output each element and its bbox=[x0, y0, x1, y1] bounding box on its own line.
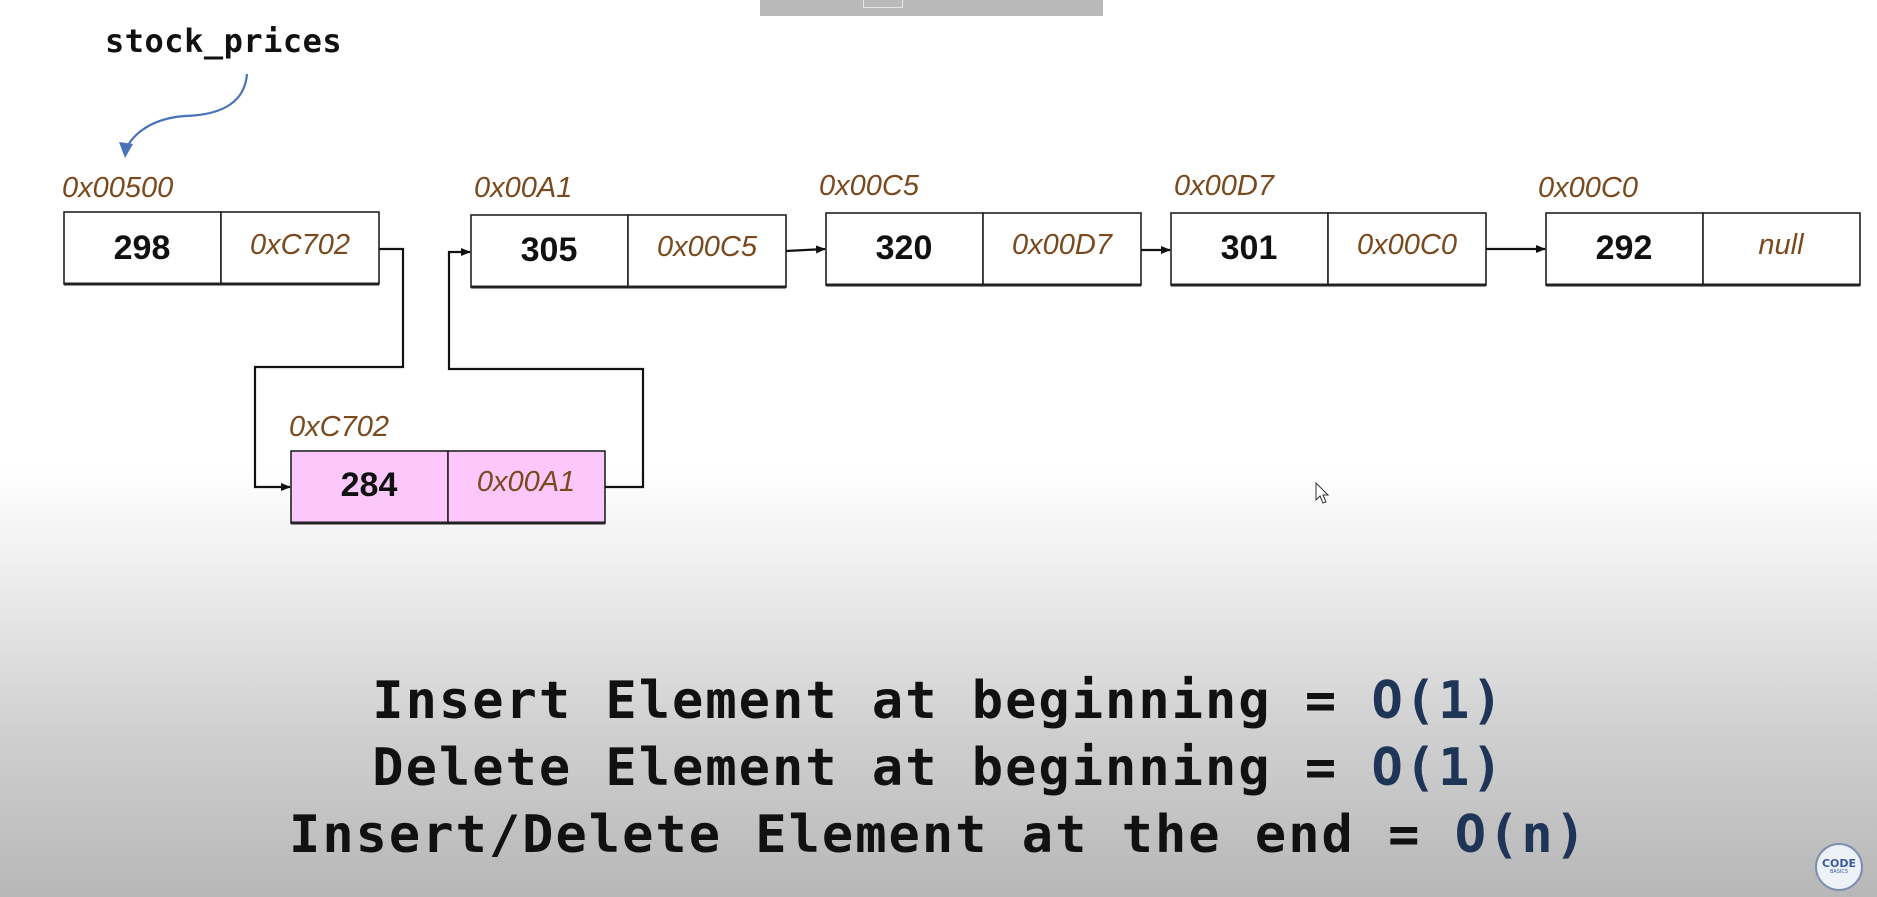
logo-text: CODE bbox=[1821, 857, 1857, 870]
head-pointer-label: stock_prices bbox=[105, 22, 343, 60]
video-top-bar-tab bbox=[863, 0, 903, 8]
node-next-pointer: 0x00C0 bbox=[1357, 229, 1457, 261]
complexity-line-insert-beginning: Insert Element at beginning = O(1) bbox=[0, 668, 1877, 735]
complexity-text: Delete Element at beginning = bbox=[372, 738, 1372, 798]
node-value: 292 bbox=[1596, 229, 1653, 267]
link-node0-to-inserted bbox=[253, 247, 405, 491]
head-pointer-arrowhead bbox=[119, 142, 133, 158]
node-value: 301 bbox=[1221, 229, 1278, 267]
node-data-cell bbox=[1545, 212, 1704, 286]
node-next-pointer: 0x00D7 bbox=[1012, 229, 1114, 261]
list-node-2: 0x00C5 320 0x00D7 bbox=[819, 170, 1142, 287]
complexity-text: Insert Element at beginning = bbox=[372, 671, 1372, 731]
node-next-pointer: 0x00C5 bbox=[657, 231, 758, 263]
head-pointer-arrow bbox=[123, 73, 249, 153]
node-next-cell bbox=[1702, 212, 1861, 286]
list-node-1: 0x00A1 305 0x00C5 bbox=[470, 172, 787, 289]
node-data-cell bbox=[63, 211, 222, 285]
list-node-3: 0x00D7 301 0x00C0 bbox=[1170, 170, 1487, 287]
node-value: 298 bbox=[114, 229, 171, 267]
node-next-pointer: 0xC702 bbox=[250, 229, 350, 261]
node-address: 0x00500 bbox=[62, 172, 173, 204]
logo-subtext: BASICS bbox=[1829, 869, 1849, 875]
mouse-cursor-icon bbox=[1315, 481, 1330, 504]
link-inserted-to-node1 bbox=[447, 248, 645, 489]
node-data-cell bbox=[825, 212, 984, 286]
node-value: 305 bbox=[521, 231, 578, 269]
node-address: 0x00A1 bbox=[474, 172, 572, 204]
inserted-node: 0xC702 284 0x00A1 bbox=[289, 411, 606, 525]
list-node-4: 0x00C0 292 null bbox=[1538, 172, 1861, 287]
node-next-cell bbox=[1327, 212, 1487, 286]
node-address: 0x00C5 bbox=[819, 170, 920, 202]
node-address: 0xC702 bbox=[289, 411, 389, 443]
big-o-value: O(1) bbox=[1371, 738, 1505, 798]
complexity-text: Insert/Delete Element at the end = bbox=[289, 805, 1455, 865]
codebasics-logo: CODE BASICS bbox=[1815, 843, 1863, 891]
node-value: 320 bbox=[876, 229, 933, 267]
node-data-cell bbox=[470, 214, 629, 288]
complexity-summary: Insert Element at beginning = O(1) Delet… bbox=[0, 668, 1877, 869]
video-top-bar bbox=[760, 0, 1103, 16]
node-address: 0x00D7 bbox=[1174, 170, 1276, 202]
list-node-0: 0x00500 298 0xC702 bbox=[62, 172, 380, 286]
complexity-line-delete-beginning: Delete Element at beginning = O(1) bbox=[0, 735, 1877, 802]
node-next-pointer: 0x00A1 bbox=[477, 466, 575, 498]
node-address: 0x00C0 bbox=[1538, 172, 1638, 204]
linked-list-diagram: 0x00500 298 0xC702 0x00A1 305 0x00C5 0x0… bbox=[62, 73, 1861, 525]
big-o-value: O(1) bbox=[1371, 671, 1505, 731]
complexity-line-end: Insert/Delete Element at the end = O(n) bbox=[0, 802, 1877, 869]
node-next-cell bbox=[447, 450, 606, 524]
node-value: 284 bbox=[341, 466, 398, 504]
node-data-cell bbox=[290, 450, 449, 524]
big-o-value: O(n) bbox=[1454, 805, 1588, 865]
link-node1-to-node2 bbox=[785, 245, 826, 254]
node-next-pointer: null bbox=[1758, 229, 1805, 261]
